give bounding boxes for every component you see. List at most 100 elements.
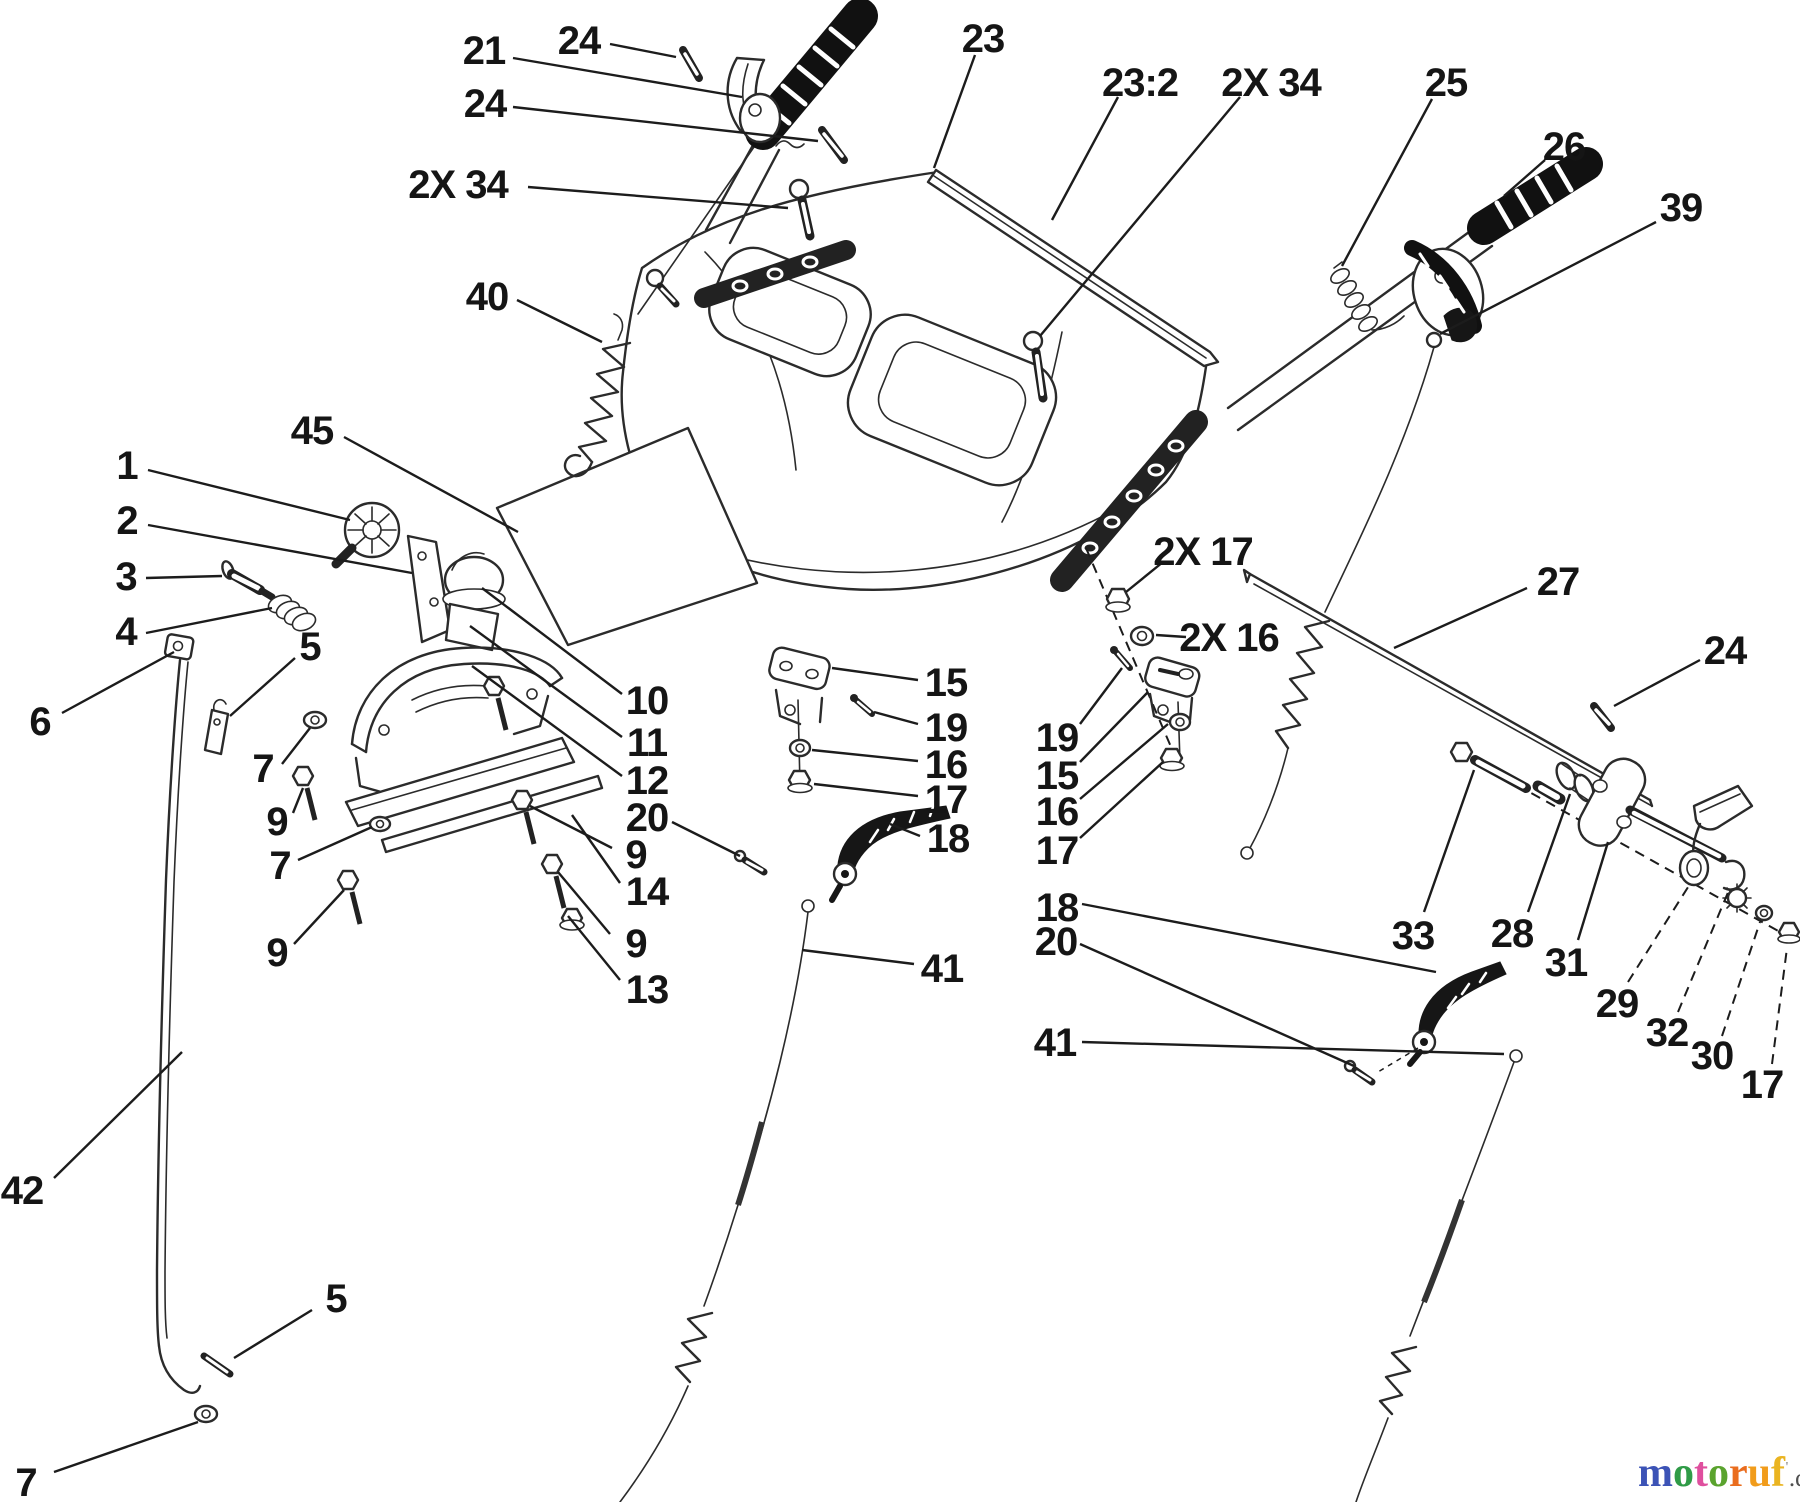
dome-knob-10 [442,552,506,610]
leader-2X17-43 [1125,561,1164,593]
callout-3-14: 3 [115,555,136,599]
callout-16-37: 16 [1036,790,1079,834]
washer-16-left [788,738,812,758]
leader-26-9 [1503,159,1546,197]
callout-39-10: 39 [1660,186,1703,230]
leader-5-55 [233,1308,313,1360]
link-strip-5 [203,698,230,756]
leader-19-35 [1079,667,1123,725]
pin-3 [221,560,276,601]
scraper-blade [926,168,1220,368]
callout-9-28: 9 [625,922,646,966]
washer-2x16 [1129,625,1155,647]
callout-2-13: 2 [116,499,137,543]
control-lever-18-right [1377,961,1507,1073]
leader-14-27 [571,814,621,884]
right-handle-rail [1050,410,1208,592]
leader-24-2 [512,105,819,143]
leader-2X16-44 [1155,633,1187,639]
callout-29-50: 29 [1596,982,1639,1026]
leader-9-28 [557,871,611,935]
leader-13-29 [567,915,621,981]
bracket-plate-2 [406,534,452,644]
leader-33-47 [1422,769,1476,913]
callout-12-24: 12 [626,759,669,803]
pin-5-lower [200,1352,234,1378]
base-rail-14 [344,736,604,854]
collar-28 [1555,761,1595,803]
callout-2X17-43: 2X 17 [1153,530,1253,574]
right-grip-26 [1467,147,1603,245]
leader-27-45 [1393,586,1528,650]
callout-14-27: 14 [626,870,670,914]
callout-18-34: 18 [927,817,970,861]
leader-10-22 [481,587,623,695]
leader-20-40 [1079,942,1355,1068]
leader-11-23 [469,625,623,738]
assembly-axis-dashed [1085,547,1181,769]
leader-18-34 [889,822,921,838]
lever-29 [1678,784,1754,887]
cable-39 [1240,331,1443,860]
watermark-letter-m: m [1638,1450,1673,1496]
callout-20-40: 20 [1035,920,1078,964]
leader-9-19 [291,787,305,814]
leader-42-54 [53,1051,183,1179]
watermark-letter-u: u [1747,1450,1772,1496]
leader-3-14 [145,574,223,580]
callout-23:2-6: 23:2 [1102,61,1178,105]
axle-axis-dashed [1471,759,1799,943]
leader-9-26 [529,804,613,850]
bolt-34-left [788,178,815,241]
leader-7-20 [297,825,373,862]
motoruf-watermark: motoruf'.de [1638,1444,1800,1496]
callout-5-55: 5 [325,1277,347,1321]
leader-39-10 [1439,220,1657,336]
pin-24-top [679,46,703,82]
callout-32-51: 32 [1646,1011,1689,1055]
leader-12-24 [471,665,623,777]
callout-28-48: 28 [1491,912,1534,956]
leader-23-5 [932,54,977,169]
callout-2X16-44: 2X 16 [1179,616,1279,660]
callout-6-17: 6 [29,700,50,744]
screw-20-left [733,849,768,876]
bolts-9 [291,675,567,925]
callout-10-22: 10 [626,679,669,723]
callout-4-15: 4 [115,610,138,654]
leader-41-42 [801,948,915,966]
callout-24-2: 24 [464,82,508,126]
callout-7-18: 7 [252,747,273,791]
bolt-34-right [1022,330,1048,403]
callout-19-35: 19 [1036,716,1079,760]
pin-24-lower [775,126,848,164]
callout-21-0: 21 [463,29,506,73]
leader-15-30 [831,666,919,682]
right-hub-and-lever-25 [1404,240,1485,343]
callout-42-54: 42 [1,1169,44,1213]
spring-25 [1330,261,1405,333]
leader-17-53 [1771,947,1788,1065]
clamp-15-left [768,646,831,787]
callout-7-20: 7 [269,844,290,888]
leader-16-32 [811,748,919,763]
washer-30b [1754,904,1774,922]
leader-16-37 [1079,723,1169,800]
washer-7-upper [302,710,328,730]
callout-23-5: 23 [962,17,1005,61]
nut-17-right [1159,747,1185,772]
pin-with-ball [645,268,680,308]
leader-2X34-3 [527,185,789,210]
leader-20-25 [671,820,741,858]
leader-45-11 [343,435,519,534]
watermark-letter-f: f [1771,1450,1786,1496]
star-washer-30 [1722,883,1752,913]
knob-1 [331,501,401,569]
side-panel [495,426,759,647]
cable-41-left [619,899,815,1502]
watermark-letters: motoruf [1638,1450,1785,1496]
leader-41-41 [1081,1040,1505,1056]
leader-23:2-6 [1050,96,1120,221]
leader-7-56 [53,1420,199,1474]
